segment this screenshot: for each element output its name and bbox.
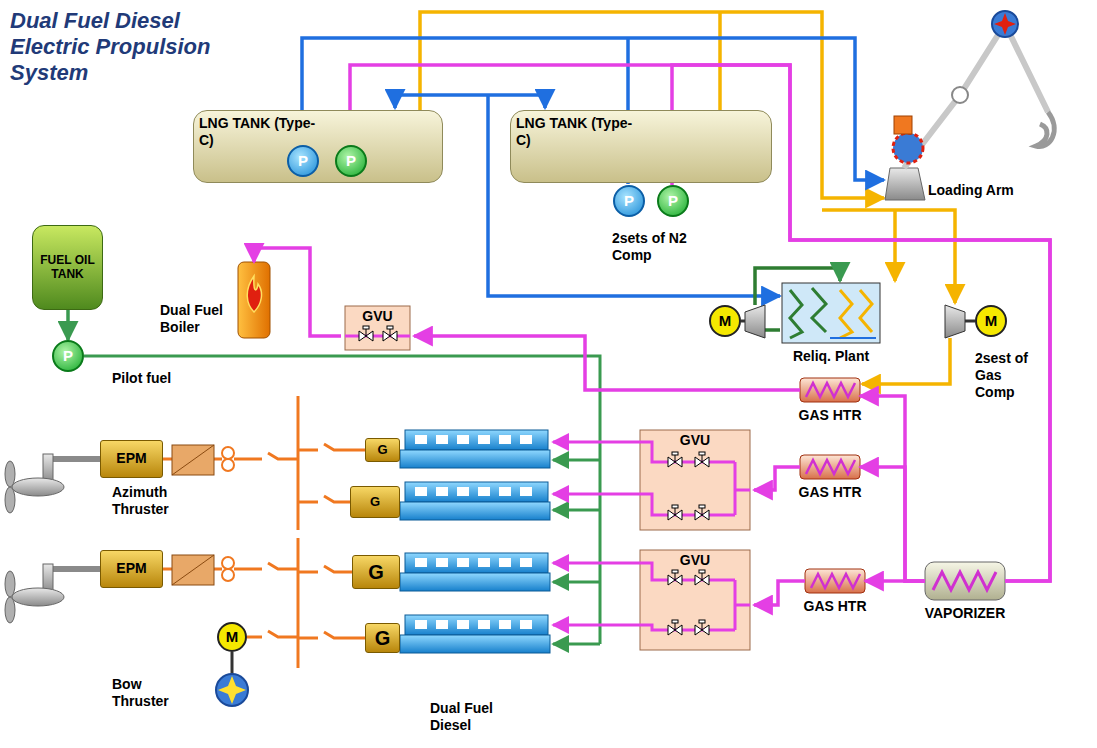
node-text: Dual Fuel Boiler <box>160 302 232 336</box>
reliquefaction-plant: Reliq. Plant <box>782 283 880 343</box>
lng-tank: LNG TANK (Type-C)PP <box>510 110 772 183</box>
pipe-connector <box>865 579 925 583</box>
node-text: M <box>719 313 732 330</box>
equipment-label: Bow Thruster <box>112 676 172 710</box>
node-text: G <box>370 495 380 509</box>
equipment-label: Loading Arm <box>928 182 1038 199</box>
motor: M <box>709 305 741 337</box>
equipment-label: Azimuth Thruster <box>112 484 184 518</box>
node-text: G <box>375 627 391 649</box>
node-text: P <box>668 193 678 210</box>
gas-valve-units <box>345 306 750 650</box>
node-text: GVU <box>636 432 754 448</box>
fuel-oil-tank: FUEL OIL TANK <box>32 225 103 310</box>
propulsion-motor: EPM <box>100 440 163 478</box>
boiler: Dual Fuel Boiler <box>238 262 270 338</box>
gas-heater: GAS HTR <box>800 455 860 479</box>
bow-thruster-fan <box>216 652 248 706</box>
node-text: G <box>377 443 387 457</box>
node-text: M <box>226 629 239 646</box>
dual-fuel-diesel-engines <box>400 430 550 653</box>
pump: P <box>52 340 84 372</box>
node-text: GVU <box>341 308 414 324</box>
frequency-converters <box>172 445 214 585</box>
pump: P <box>287 145 319 177</box>
pilot-fuel-line <box>84 356 600 644</box>
switchboard-wiring <box>163 396 365 668</box>
reliquefaction-plant <box>741 283 975 343</box>
node-text: M <box>985 313 998 330</box>
node-text: P <box>63 348 73 365</box>
pipe-connector <box>66 310 70 340</box>
node-text: EPM <box>116 561 146 576</box>
node-text: GVU <box>636 552 754 568</box>
pipe-connector <box>254 248 341 336</box>
propulsion-motor: EPM <box>100 550 163 588</box>
generator: G <box>350 486 400 518</box>
diagram-title: Dual Fuel Diesel Electric Propulsion Sys… <box>10 8 245 86</box>
vaporizer: VAPORIZER <box>925 562 1005 600</box>
node-text: GAS HTR <box>799 484 862 500</box>
gas-heater: GAS HTR <box>800 378 860 402</box>
azimuth-thruster-units <box>5 454 100 623</box>
generator: G <box>365 438 400 462</box>
node-text: EPM <box>116 451 146 466</box>
node-text: GAS HTR <box>799 407 862 423</box>
gas-heater: GAS HTR <box>805 569 865 593</box>
node-text: P <box>346 153 356 170</box>
pump: P <box>335 145 367 177</box>
loading-arm <box>885 11 1054 200</box>
pipe-connector <box>350 65 1050 581</box>
node-text: FUEL OIL TANK <box>33 254 102 280</box>
node-text: VAPORIZER <box>925 605 1006 621</box>
generator: G <box>365 623 400 653</box>
pipe-connector <box>754 467 800 490</box>
node-text: G <box>368 561 384 583</box>
lng-lines <box>302 12 955 384</box>
pipe-connector <box>754 581 805 605</box>
gas-valve-unit: GVU <box>636 430 754 530</box>
motor: M <box>217 622 247 652</box>
node-text: GAS HTR <box>804 598 867 614</box>
pipe-connector <box>860 396 925 581</box>
pipe-connector <box>860 467 925 581</box>
equipment-label: Dual Fuel Diesel <box>430 700 520 734</box>
pump: P <box>657 185 689 217</box>
dual-fuel-boiler <box>238 262 270 338</box>
node-text: LNG TANK (Type-C) <box>199 115 319 149</box>
node-text: P <box>624 193 634 210</box>
node-text: LNG TANK (Type-C) <box>516 115 636 149</box>
pump: P <box>613 185 645 217</box>
gas-valve-unit: GVU <box>341 306 414 350</box>
node-text: P <box>298 153 308 170</box>
gas-valve-unit: GVU <box>636 550 754 650</box>
pipe-connector <box>414 336 800 390</box>
generator: G <box>352 555 400 589</box>
motor: M <box>975 305 1007 337</box>
line-label: Pilot fuel <box>112 370 202 387</box>
lng-tank: LNG TANK (Type-C) P P <box>193 110 443 183</box>
node-text: Reliq. Plant <box>793 348 869 364</box>
equipment-label: 2sest of Gas Comp <box>975 350 1039 401</box>
equipment-label: 2sets of N2 Comp <box>612 230 692 264</box>
